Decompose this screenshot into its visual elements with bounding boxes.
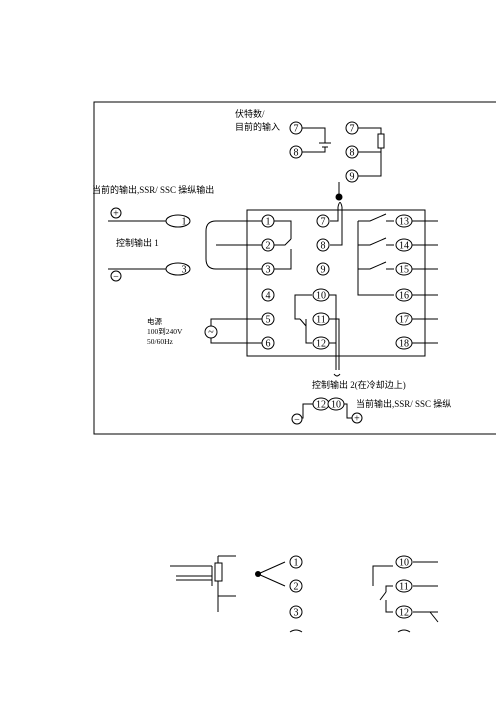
svg-text:3: 3 (294, 608, 299, 619)
svg-text:2: 2 (294, 582, 299, 593)
terminal-1: 1 (261, 214, 275, 228)
bottom-plus-symbol: + (351, 412, 363, 425)
svg-text:7: 7 (321, 217, 326, 228)
svg-text:2: 2 (266, 241, 271, 252)
terminal-13: 13 (395, 214, 413, 228)
power-label-2: 100到240V (147, 327, 183, 336)
svg-text:5: 5 (266, 315, 271, 326)
power-label-3: 50/60Hz (147, 337, 174, 346)
terminal-7: 7 (316, 214, 330, 228)
ssr-terminal-3: 3 (165, 262, 191, 276)
svg-text:12: 12 (316, 400, 326, 411)
terminal-8: 8 (316, 238, 330, 252)
terminal-3: 3 (261, 262, 275, 276)
svg-text:10: 10 (331, 400, 341, 411)
lower-terminal-3: 3 (289, 605, 303, 619)
svg-text:8: 8 (321, 241, 326, 252)
terminal-5: 5 (261, 312, 275, 326)
terminal-18: 18 (395, 336, 413, 350)
control-output-2-label: 控制输出 2(在冷却边上) (312, 379, 406, 390)
svg-text:18: 18 (399, 339, 409, 350)
terminal-10: 10 (312, 288, 330, 302)
lower-terminal-10: 10 (395, 555, 413, 569)
terminal-16: 16 (395, 288, 413, 302)
terminal-15: 15 (395, 262, 413, 276)
svg-text:10: 10 (399, 558, 409, 569)
power-label-1: 电源 (147, 316, 162, 326)
svg-text:8: 8 (294, 148, 299, 159)
bottom-terminal-12: 12 (312, 397, 330, 411)
terminal-17: 17 (395, 312, 413, 326)
lower-diagram (170, 555, 439, 623)
svg-text:7: 7 (350, 124, 355, 135)
current-output-ssr-2-label: 当前输出,SSR/ SSC 操纵 (356, 398, 451, 409)
voltage-input-label-1: 伏特数/ (235, 108, 265, 119)
terminal-2: 2 (261, 238, 275, 252)
lower-terminal-1: 1 (289, 555, 303, 569)
terminal-11: 11 (312, 312, 330, 326)
svg-text:1: 1 (266, 217, 271, 228)
terminal-4: 4 (261, 288, 275, 302)
lower-terminal-2: 2 (289, 579, 303, 593)
svg-text:−: − (294, 415, 300, 426)
svg-text:11: 11 (399, 582, 409, 593)
terminal-12: 12 (312, 336, 330, 350)
svg-text:+: + (113, 209, 119, 220)
svg-text:17: 17 (399, 315, 409, 326)
svg-text:8: 8 (350, 148, 355, 159)
svg-text:12: 12 (399, 608, 409, 619)
svg-text:~: ~ (208, 327, 214, 338)
svg-text:9: 9 (321, 265, 326, 276)
svg-text:15: 15 (399, 265, 409, 276)
svg-text:−: − (113, 272, 119, 283)
lower-terminal-12: 12 (395, 605, 413, 619)
svg-text:6: 6 (266, 339, 271, 350)
bracket-line (205, 220, 217, 270)
ssr-terminal-1: 1 (165, 214, 191, 228)
svg-text:4: 4 (266, 291, 271, 302)
bottom-minus-symbol: − (291, 413, 303, 426)
control-output-1-label: 控制输出 1 (116, 237, 159, 248)
plus-symbol: + (110, 207, 122, 220)
svg-text:13: 13 (399, 217, 409, 228)
svg-text:7: 7 (294, 124, 299, 135)
svg-text:16: 16 (399, 291, 409, 302)
ac-source-icon: ~ (204, 325, 218, 339)
terminal-9: 9 (316, 262, 330, 276)
svg-text:1: 1 (182, 217, 187, 228)
svg-text:3: 3 (182, 265, 187, 276)
svg-text:12: 12 (316, 339, 326, 350)
terminal-6: 6 (261, 336, 275, 350)
resistor-input (358, 127, 385, 177)
minus-symbol: − (110, 270, 122, 283)
current-output-ssr-label: 当前的输出,SSR/ SSC 操纵输出 (92, 184, 214, 195)
svg-text:11: 11 (316, 315, 326, 326)
input-terminal-7b: 7 (345, 121, 359, 135)
svg-text:14: 14 (399, 241, 409, 252)
svg-text:3: 3 (266, 265, 271, 276)
svg-text:10: 10 (316, 291, 326, 302)
terminal-14: 14 (395, 238, 413, 252)
svg-text:+: + (354, 414, 360, 425)
input-terminal-7a: 7 (289, 121, 303, 135)
svg-text:1: 1 (294, 558, 299, 569)
diagram-frame (93, 101, 496, 435)
dc-input-battery (302, 127, 331, 153)
input-terminal-9b: 9 (345, 169, 359, 183)
voltage-input-label-2: 目前的输入 (235, 121, 280, 132)
connector-dot (335, 193, 343, 201)
input-terminal-8b: 8 (345, 145, 359, 159)
lower-terminal-11: 11 (395, 579, 413, 593)
bottom-terminal-10: 10 (327, 397, 345, 411)
input-terminal-8a: 8 (289, 145, 303, 159)
svg-text:9: 9 (350, 172, 355, 183)
